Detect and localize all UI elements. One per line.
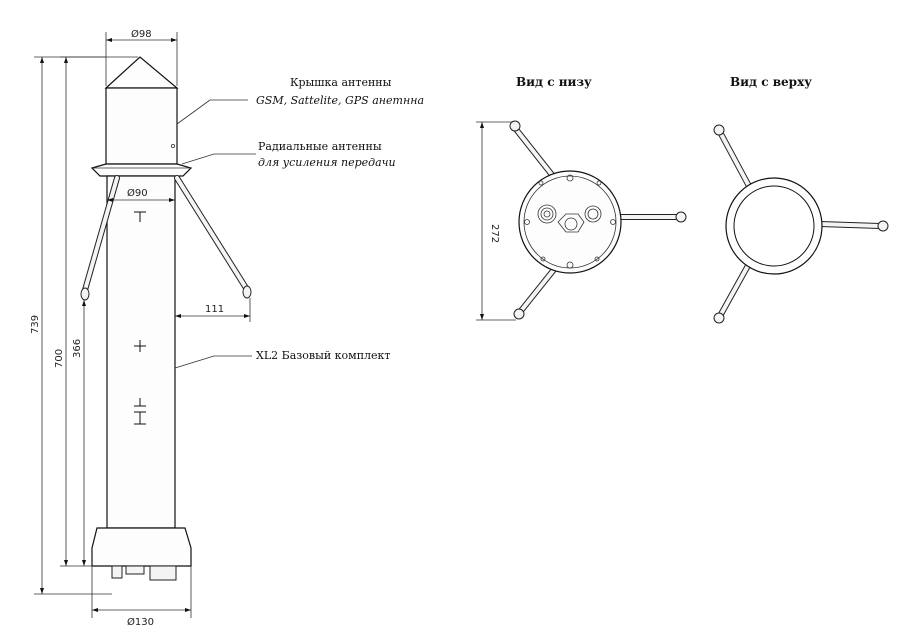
cap-body bbox=[105, 87, 178, 165]
top-view-ring-inner bbox=[733, 185, 815, 267]
base-connector bbox=[149, 565, 177, 581]
dim-height-body: 700 bbox=[54, 56, 106, 567]
cap-label-title: Крышка антенны bbox=[290, 76, 392, 89]
top-view: Вид с верху bbox=[713, 75, 889, 324]
dim-height-lower-text: 366 bbox=[72, 339, 83, 358]
dim-height-body-text: 700 bbox=[54, 349, 65, 368]
body-marks bbox=[134, 211, 146, 425]
dim-top-diameter: Ø98 bbox=[105, 28, 178, 86]
top-view-title: Вид с верху bbox=[730, 75, 812, 89]
bottom-view-disc bbox=[518, 170, 622, 274]
dim-top-diameter-text: Ø98 bbox=[131, 28, 152, 40]
bottom-connector-hex bbox=[557, 213, 585, 233]
cap-label-subtitle: GSM, Sattelite, GPS анетнна bbox=[256, 94, 424, 107]
radial-label-subtitle: для усиления передачи bbox=[258, 156, 396, 169]
bottom-view-title: Вид с низу bbox=[516, 75, 592, 89]
base-connector bbox=[111, 565, 123, 579]
bottom-connector bbox=[584, 205, 602, 223]
dim-bottom-span-text: 272 bbox=[489, 224, 500, 243]
side-view: Ø98 Ø90 111 Ø130 bbox=[30, 28, 424, 628]
main-tube bbox=[106, 175, 176, 529]
kit-label-group: XL2 Базовый комплект bbox=[174, 349, 391, 369]
dim-height-lower: 366 bbox=[72, 300, 86, 566]
radial-label-group: Радиальные антенны для усиления передачи bbox=[181, 140, 396, 169]
radial-label-title: Радиальные антенны bbox=[258, 140, 382, 153]
base-connector bbox=[125, 565, 145, 575]
radial-rod-right bbox=[174, 175, 252, 299]
dim-mid-diameter-text: Ø90 bbox=[127, 187, 148, 199]
kit-label-title: XL2 Базовый комплект bbox=[256, 349, 391, 362]
cap-cone bbox=[104, 56, 179, 89]
cap-label-group: Крышка антенны GSM, Sattelite, GPS анетн… bbox=[176, 76, 424, 125]
dim-mid-diameter: Ø90 bbox=[107, 187, 175, 202]
dim-height-total-text: 739 bbox=[30, 315, 41, 334]
dim-base-diameter: Ø130 bbox=[91, 566, 192, 628]
bottom-connector bbox=[537, 204, 557, 224]
dim-radial-reach: 111 bbox=[175, 298, 251, 322]
bottom-view: Вид с низу bbox=[476, 75, 687, 321]
radial-rod-left bbox=[80, 175, 120, 301]
cap-screw bbox=[170, 143, 175, 148]
radial-disc bbox=[90, 163, 193, 177]
dim-radial-reach-text: 111 bbox=[205, 304, 224, 315]
base-housing bbox=[91, 527, 192, 567]
dim-base-diameter-text: Ø130 bbox=[127, 616, 154, 628]
dim-bottom-span: 272 bbox=[476, 121, 516, 321]
top-view-rods bbox=[713, 124, 889, 324]
